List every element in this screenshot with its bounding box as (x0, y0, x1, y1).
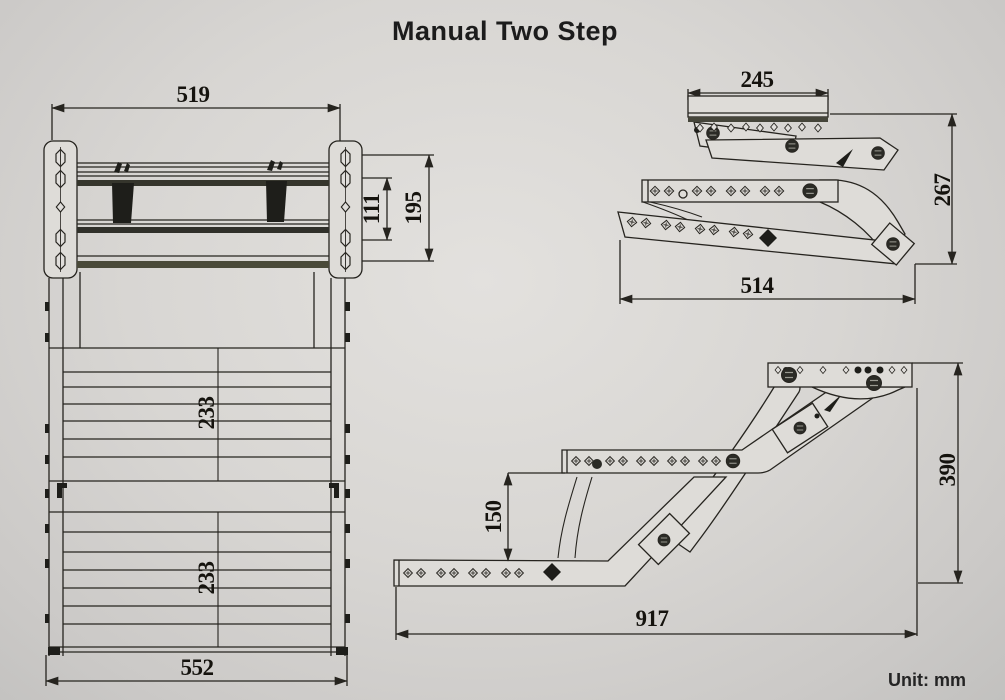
dim-label-917: 917 (635, 606, 670, 631)
unit-note: Unit: mm (888, 670, 966, 690)
dim-label-233-upper: 233 (194, 396, 219, 430)
dim-label-390: 390 (935, 453, 960, 487)
page-title: Manual Two Step (391, 16, 618, 46)
dim-label-195: 195 (401, 191, 426, 225)
dim-label-514: 514 (740, 273, 775, 298)
dim-label-552: 552 (180, 655, 215, 680)
dim-label-245: 245 (740, 67, 775, 92)
front-view-drawing (43, 103, 434, 686)
dim-label-111: 111 (359, 193, 384, 225)
folded-view-drawing (617, 88, 957, 304)
dim-label-519: 519 (176, 82, 211, 107)
dim-label-150: 150 (481, 500, 506, 534)
dim-label-267: 267 (930, 173, 955, 207)
dim-label-233-lower: 233 (194, 561, 219, 595)
extended-view-drawing (393, 362, 963, 640)
